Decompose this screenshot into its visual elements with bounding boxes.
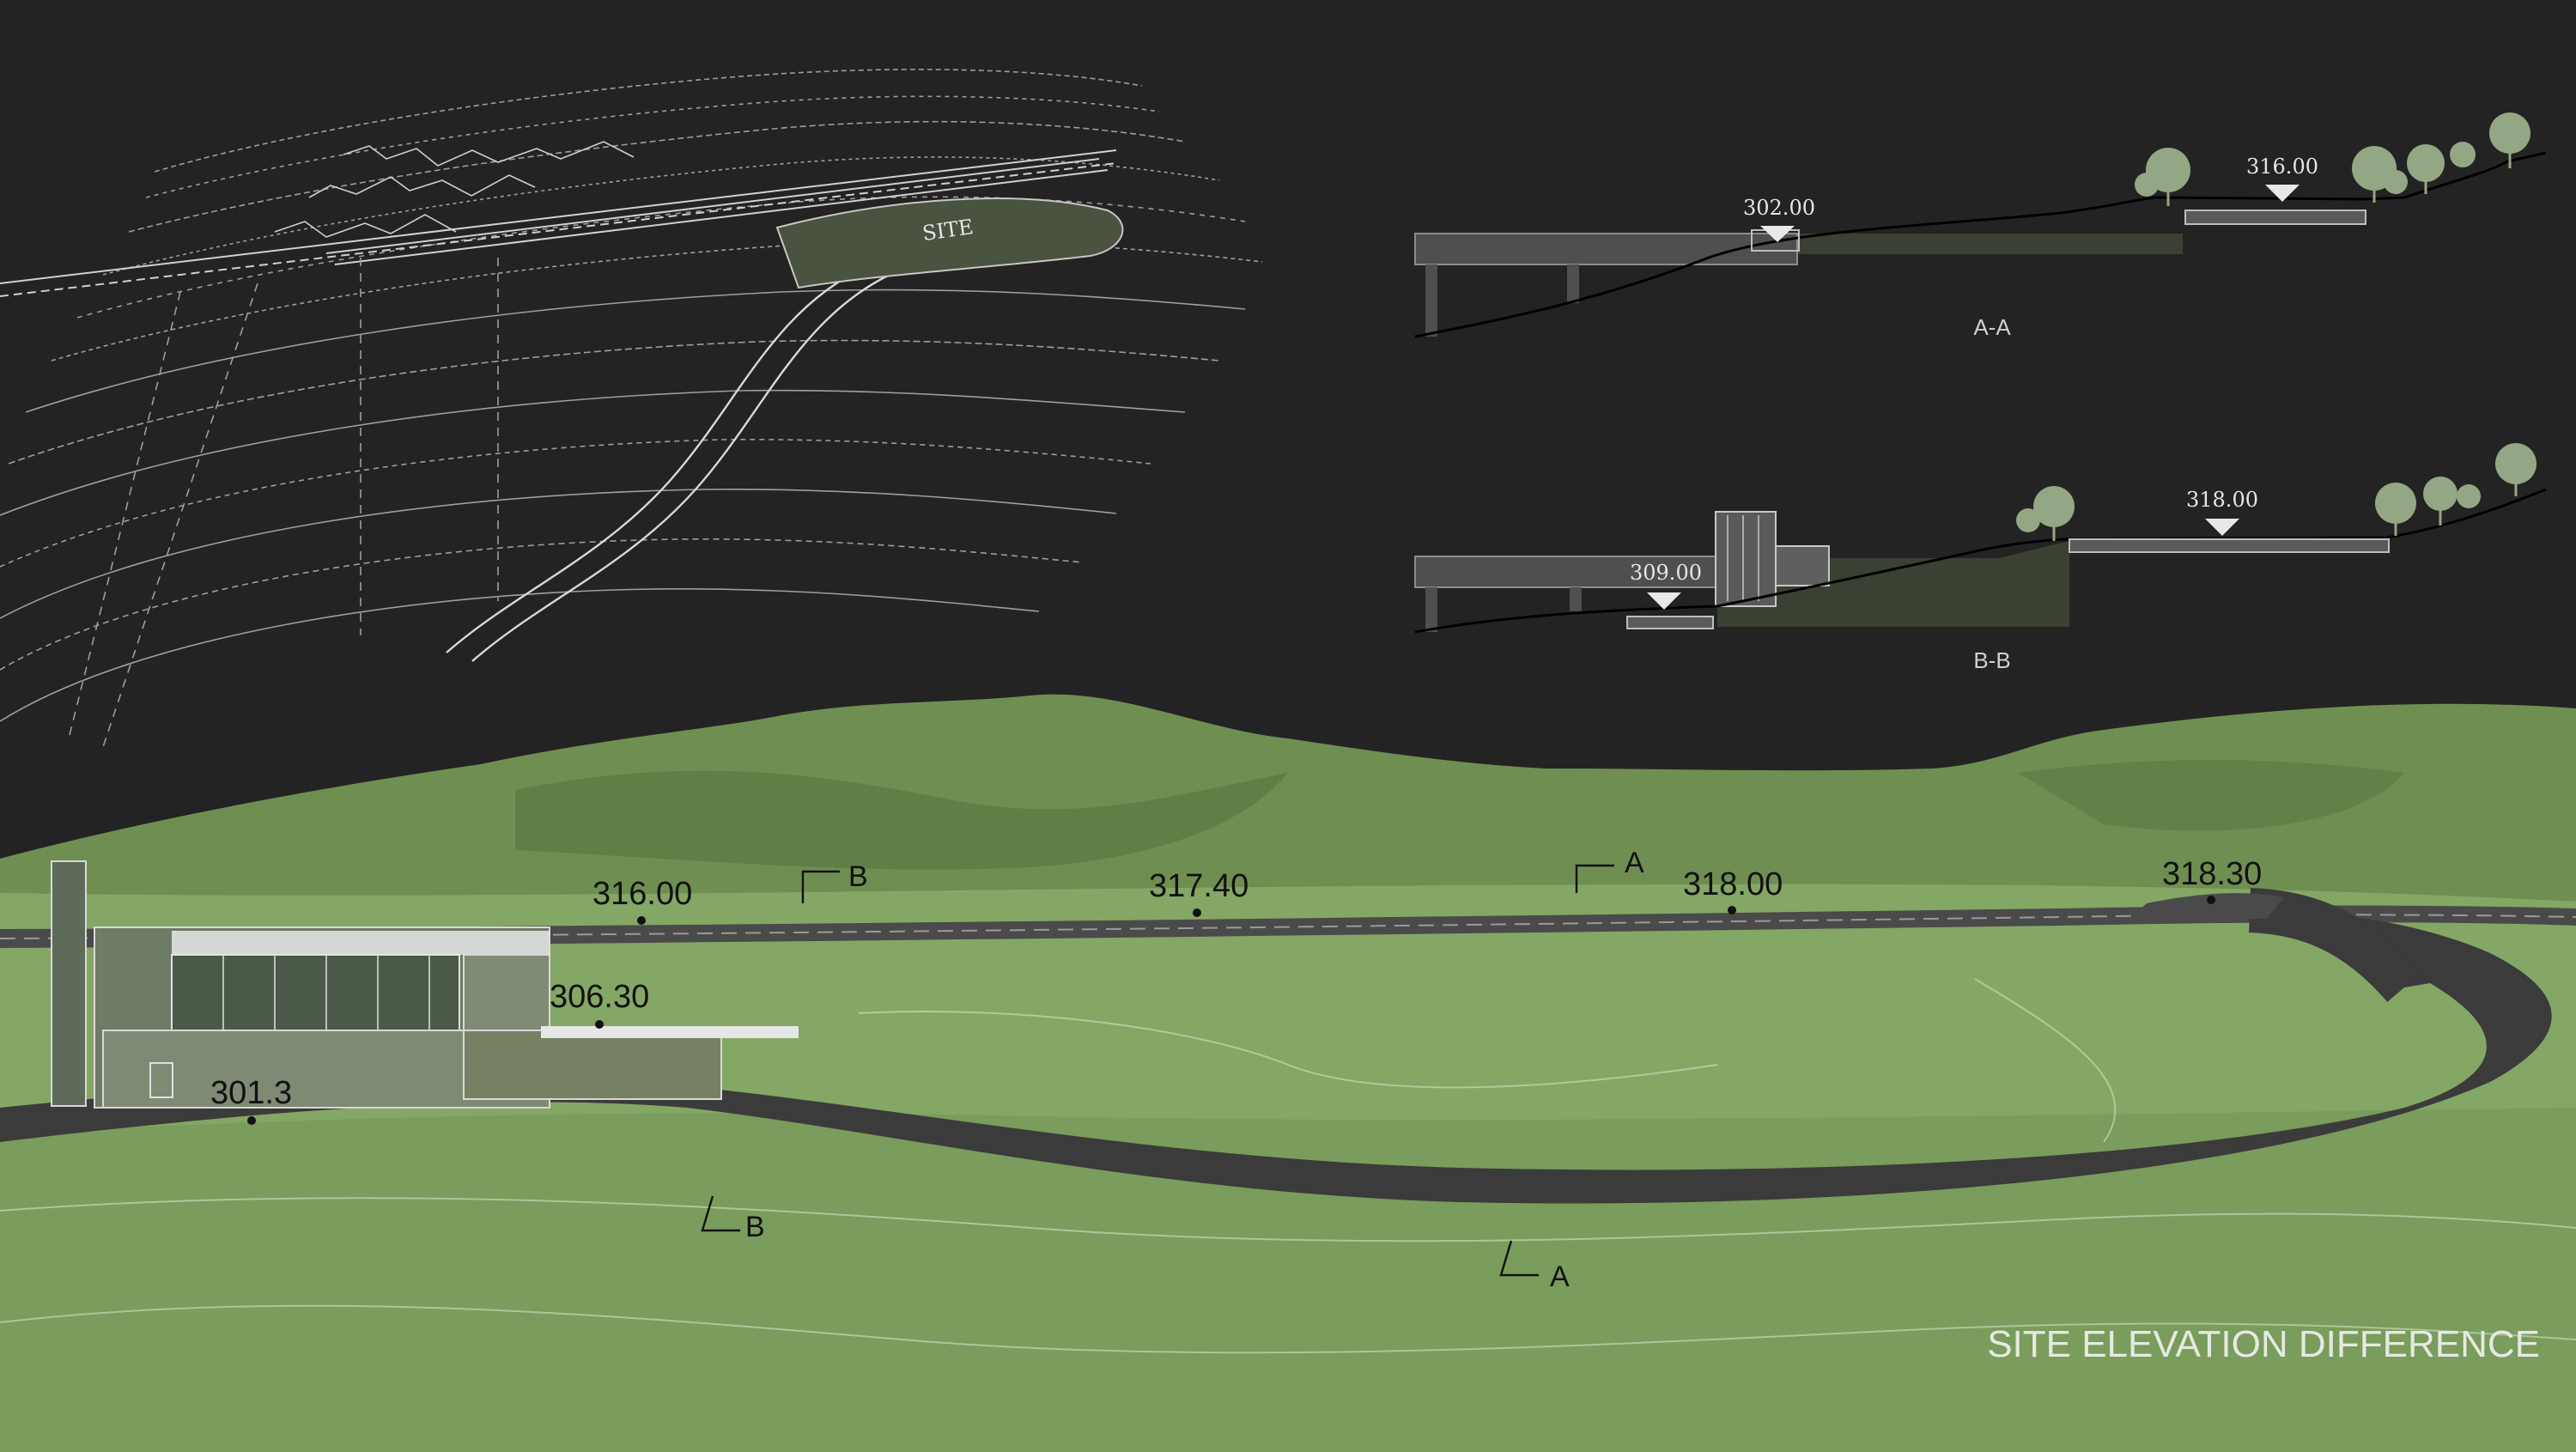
elevation-label: 318.30 — [2162, 856, 2262, 892]
cut-marker-label: A — [1550, 1261, 1570, 1293]
site-boundary — [775, 197, 1124, 289]
section-bb-building — [1715, 511, 1777, 607]
elevation-points — [247, 896, 2215, 1125]
section-b-b: 309.00 318.00 B-B — [1414, 443, 2547, 673]
elevation-label: 316.00 — [592, 876, 692, 912]
level-triangle — [1647, 592, 1681, 610]
section-a-a: 302.00 316.00 A-A — [1414, 112, 2547, 340]
trees-bb — [2016, 443, 2537, 532]
elevation-label: 318.00 — [1683, 866, 1783, 902]
contour-site-plan — [0, 69, 1263, 748]
caption: SITE ELEVATION DIFFERENCE — [1987, 1323, 2540, 1365]
cut-marker-label: A — [1625, 847, 1644, 879]
level-triangle — [1760, 226, 1795, 242]
terrain-contours — [0, 978, 2576, 1354]
elevation-label: 306.30 — [550, 979, 649, 1015]
section-aa-label: A-A — [1973, 314, 2011, 340]
section-bb-label: B-B — [1973, 647, 2010, 673]
level-label-309: 309.00 — [1630, 561, 1702, 585]
level-triangle — [2205, 519, 2239, 536]
cut-marker-label: B — [848, 860, 868, 893]
cut-marker-label: B — [745, 1211, 765, 1243]
building-3d — [51, 860, 799, 1109]
trees-aa — [2135, 112, 2530, 197]
section-aa-fill — [1786, 234, 2183, 254]
level-label-302: 302.00 — [1743, 196, 1815, 220]
cut-markers — [701, 864, 1614, 1277]
elevation-label: 317.40 — [1149, 868, 1249, 904]
level-triangle — [2265, 185, 2300, 202]
level-label-316: 316.00 — [2246, 155, 2318, 179]
elevation-label: 301.3 — [210, 1075, 292, 1111]
level-label-318: 318.00 — [2186, 488, 2258, 512]
